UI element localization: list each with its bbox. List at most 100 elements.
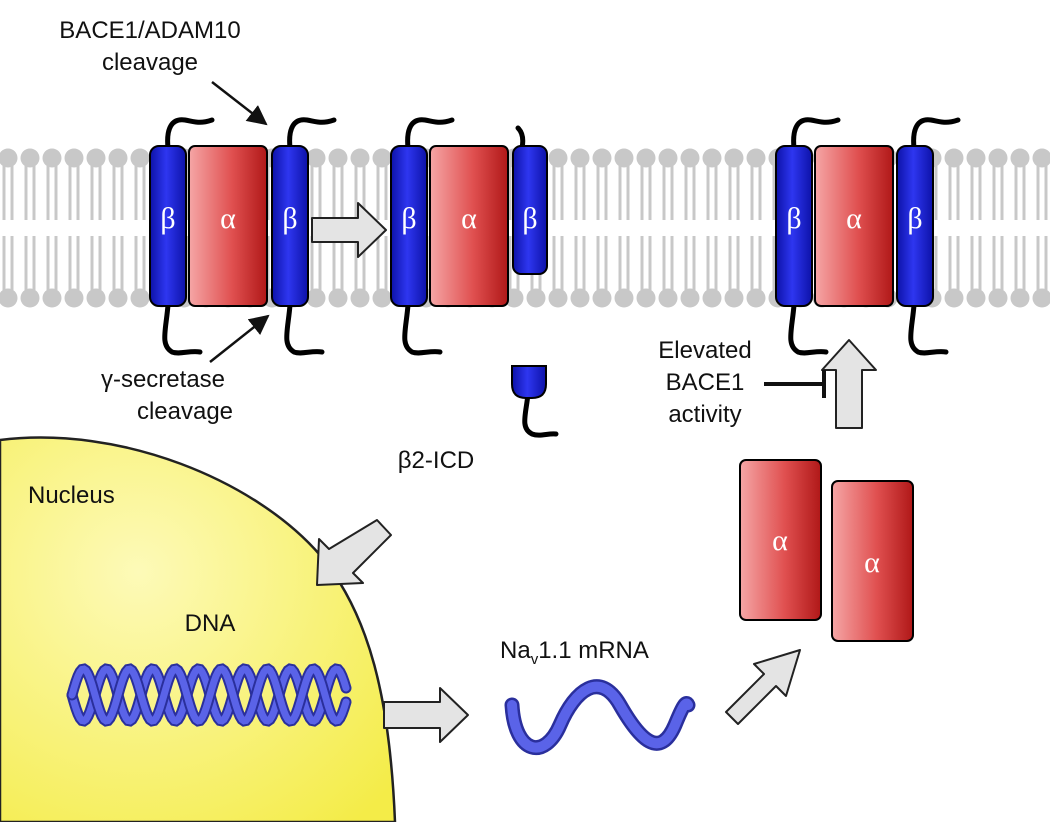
lipid-head <box>680 288 700 308</box>
lipid-head <box>944 148 964 168</box>
dna-helix <box>66 663 352 727</box>
mrna-label-prefix: Na <box>500 637 531 664</box>
nucleus-label: Nucleus <box>28 482 115 509</box>
lipid-head <box>570 288 590 308</box>
lipid-head <box>526 288 546 308</box>
lipid-head <box>42 288 62 308</box>
lipid-head <box>680 148 700 168</box>
dna-label: DNA <box>185 610 236 637</box>
lipid-head <box>988 148 1008 168</box>
lipid-head <box>108 148 128 168</box>
lipid-head <box>658 148 678 168</box>
channel-complex-surface: β α β <box>775 117 961 356</box>
lipid-head <box>966 288 986 308</box>
lipid-head <box>130 288 150 308</box>
beta-extracellular-tail <box>287 117 337 151</box>
trafficking-arrow <box>821 339 877 429</box>
lipid-head <box>966 148 986 168</box>
lipid-head <box>548 148 568 168</box>
bace-label-line3: activity <box>668 401 741 428</box>
beta-subunit <box>271 145 309 307</box>
mrna-label: Nav1.1 mRNA <box>500 637 649 668</box>
alpha-subunit <box>814 145 894 307</box>
beta-label: β <box>282 202 297 235</box>
bace-label-line1: Elevated <box>658 337 751 364</box>
bace-label-line2: BACE1 <box>666 369 745 396</box>
lipid-head <box>64 288 84 308</box>
alpha-label: α <box>772 524 788 557</box>
beta-extracellular-tail <box>405 117 455 151</box>
lipid-head <box>1032 148 1050 168</box>
lipid-head <box>350 288 370 308</box>
lipid-head <box>86 288 106 308</box>
lipid-head <box>306 288 326 308</box>
icd-tail <box>522 391 559 438</box>
lipid-head <box>86 148 106 168</box>
lipid-head <box>702 288 722 308</box>
beta-extracellular-tail <box>911 117 961 151</box>
lipid-head <box>724 288 744 308</box>
alpha-subunit <box>429 145 509 307</box>
beta-intracellular-tail <box>162 302 203 356</box>
alpha-label: α <box>864 546 880 579</box>
beta-extracellular-tail <box>791 117 841 151</box>
lipid-head <box>0 148 18 168</box>
channel-complex-intact: β α β <box>149 117 337 356</box>
lipid-head <box>988 288 1008 308</box>
free-alpha-subunits: α α <box>739 459 914 642</box>
lipid-head <box>746 148 766 168</box>
icd-label: β2-ICD <box>398 447 474 474</box>
mrna-label-subscript: v <box>531 651 539 668</box>
beta-extracellular-tail <box>165 117 215 151</box>
gamma-secretase-pointer-arrow <box>209 314 270 363</box>
beta-intracellular-tail <box>788 302 829 356</box>
lipid-head <box>306 148 326 168</box>
lipid-head <box>614 288 634 308</box>
cleavage-transition-arrow <box>311 202 387 258</box>
lipid-head <box>130 148 150 168</box>
icd-to-nucleus-arrow <box>316 519 392 586</box>
beta-intracellular-tail <box>402 302 443 356</box>
beta-label: β <box>160 202 175 235</box>
mrna-strand <box>504 679 696 755</box>
lipid-head <box>328 288 348 308</box>
alpha-label: α <box>461 202 477 235</box>
sheddase-label-line1: BACE1/ADAM10 <box>59 17 240 44</box>
lipid-head <box>702 148 722 168</box>
lipid-head <box>746 288 766 308</box>
alpha-subunit <box>831 480 914 642</box>
lipid-head <box>42 148 62 168</box>
alpha-label: α <box>846 202 862 235</box>
lipid-head <box>1010 148 1030 168</box>
mrna-fill <box>507 681 693 753</box>
gamma-secretase-label-line1: γ-secretase <box>101 366 225 393</box>
transcription-arrow <box>383 687 469 743</box>
beta-subunit <box>149 145 187 307</box>
block-arrows <box>311 202 877 743</box>
lipid-head <box>328 148 348 168</box>
lipid-head <box>636 288 656 308</box>
lipid-head <box>1010 288 1030 308</box>
beta-intracellular-tail <box>284 302 325 356</box>
lipid-head <box>570 148 590 168</box>
lipid-head <box>636 148 656 168</box>
lipid-head <box>592 288 612 308</box>
channel-complex-cleaved: β α β <box>390 117 548 356</box>
alpha-label: α <box>220 202 236 235</box>
lipid-head <box>1032 288 1050 308</box>
beta-intracellular-tail <box>908 302 949 356</box>
lipid-head <box>658 288 678 308</box>
beta-subunit <box>896 145 934 307</box>
lipid-head <box>592 148 612 168</box>
lipid-head <box>548 288 568 308</box>
lipid-head <box>0 288 18 308</box>
beta-label: β <box>522 202 537 235</box>
lipid-head <box>614 148 634 168</box>
alpha-subunit <box>188 145 268 307</box>
translation-arrow <box>725 649 801 725</box>
beta-subunit <box>775 145 813 307</box>
alpha-subunit <box>739 459 822 621</box>
beta-label: β <box>907 202 922 235</box>
